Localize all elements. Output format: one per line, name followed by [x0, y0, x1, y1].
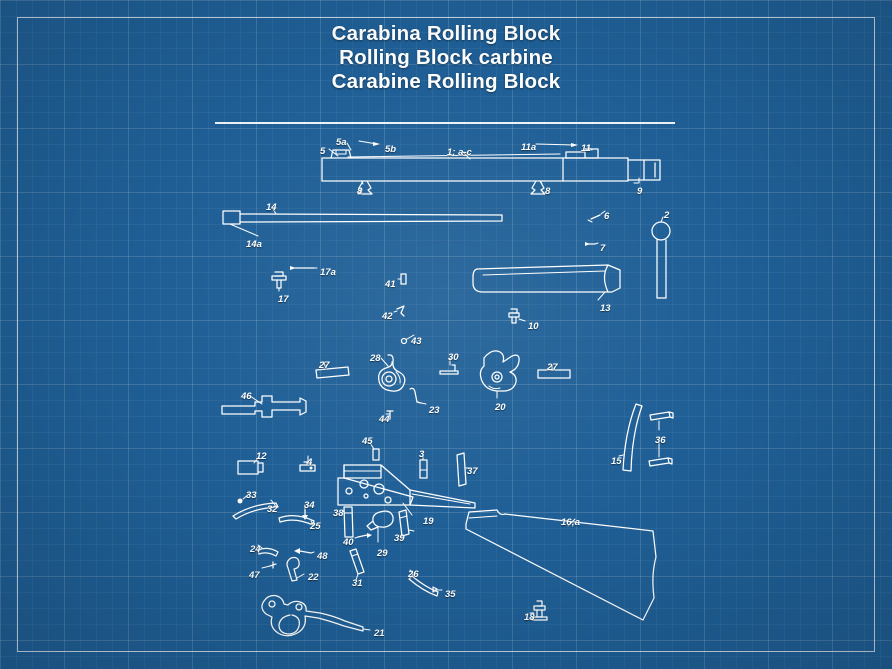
buttplate-assembly	[618, 403, 674, 472]
part-label-34: 34	[304, 500, 315, 511]
part-label-23: 23	[429, 405, 440, 416]
trigger-guard	[261, 594, 371, 637]
part-label-11: 11	[581, 143, 591, 154]
part-label-47: 47	[249, 570, 260, 581]
part-label-5b: 5b	[385, 144, 397, 155]
part-label-8R: 8	[545, 186, 551, 197]
part-label-29: 29	[377, 548, 388, 559]
part-label-41: 41	[385, 279, 396, 290]
part-label-18: 18	[524, 612, 535, 623]
part-label-7: 7	[600, 243, 606, 254]
part-label-43: 43	[411, 336, 422, 347]
part-label-39: 39	[394, 533, 405, 544]
part-label-11a: 11a	[521, 142, 537, 153]
part-label-8L: 8	[357, 186, 363, 197]
part-label-16a: 16;a	[561, 517, 581, 528]
buttstock	[465, 509, 657, 621]
part-label-33: 33	[246, 490, 257, 501]
band-assembly-46	[221, 395, 307, 418]
part-label-14a: 14a	[246, 239, 262, 250]
breech-mechanism	[315, 350, 571, 420]
title-rule	[215, 122, 675, 124]
title-block: Carabina Rolling Block Rolling Block car…	[0, 22, 892, 94]
part-label-14: 14	[266, 202, 277, 213]
cleaning-rod	[585, 210, 671, 299]
part-label-6: 6	[604, 211, 610, 222]
title-line-1: Carabina Rolling Block	[331, 22, 561, 45]
part-label-15: 15	[611, 456, 622, 467]
part-label-35: 35	[445, 589, 456, 600]
part-label-10: 10	[528, 321, 539, 332]
part-label-36: 36	[655, 435, 666, 446]
part-label-30: 30	[448, 352, 459, 363]
ramrod	[222, 206, 503, 237]
part-label-5a: 5a	[336, 137, 347, 148]
title-line-2: Rolling Block carbine	[339, 46, 553, 69]
part-label-4: 4	[307, 457, 313, 468]
part-label-24: 24	[250, 544, 261, 555]
part-label-1ac: 1; a-c	[447, 147, 472, 158]
part-label-22: 22	[308, 572, 319, 583]
part-label-9: 9	[637, 186, 643, 197]
part-label-40: 40	[343, 537, 354, 548]
small-parts-lower	[232, 493, 443, 597]
part-label-46: 46	[241, 391, 252, 402]
small-parts-mid	[237, 455, 316, 475]
part-label-19: 19	[423, 516, 434, 527]
part-label-3: 3	[419, 449, 425, 460]
part-label-42: 42	[382, 311, 393, 322]
part-label-27R: 27	[547, 362, 558, 373]
part-label-21: 21	[374, 628, 385, 639]
part-label-2: 2	[664, 210, 670, 221]
part-label-38: 38	[333, 508, 344, 519]
small-parts-upper	[271, 266, 526, 345]
part-label-48: 48	[317, 551, 328, 562]
part-label-17: 17	[278, 294, 289, 305]
part-label-27L: 27	[319, 360, 330, 371]
part-label-37: 37	[467, 466, 478, 477]
part-label-13: 13	[600, 303, 611, 314]
title-line-3: Carabine Rolling Block	[331, 70, 561, 93]
part-label-45: 45	[362, 436, 373, 447]
part-label-12: 12	[256, 451, 267, 462]
part-label-44: 44	[379, 414, 390, 425]
part-label-28: 28	[370, 353, 381, 364]
part-label-17a: 17a	[320, 267, 336, 278]
forend-wood	[472, 264, 621, 301]
part-label-20: 20	[495, 402, 506, 413]
part-label-25: 25	[310, 521, 321, 532]
part-label-26: 26	[408, 569, 419, 580]
part-label-32: 32	[267, 504, 278, 515]
part-label-31: 31	[352, 578, 363, 589]
barrel-assembly	[321, 140, 661, 195]
receiver-frame	[337, 442, 476, 516]
part-label-5: 5	[320, 146, 326, 157]
